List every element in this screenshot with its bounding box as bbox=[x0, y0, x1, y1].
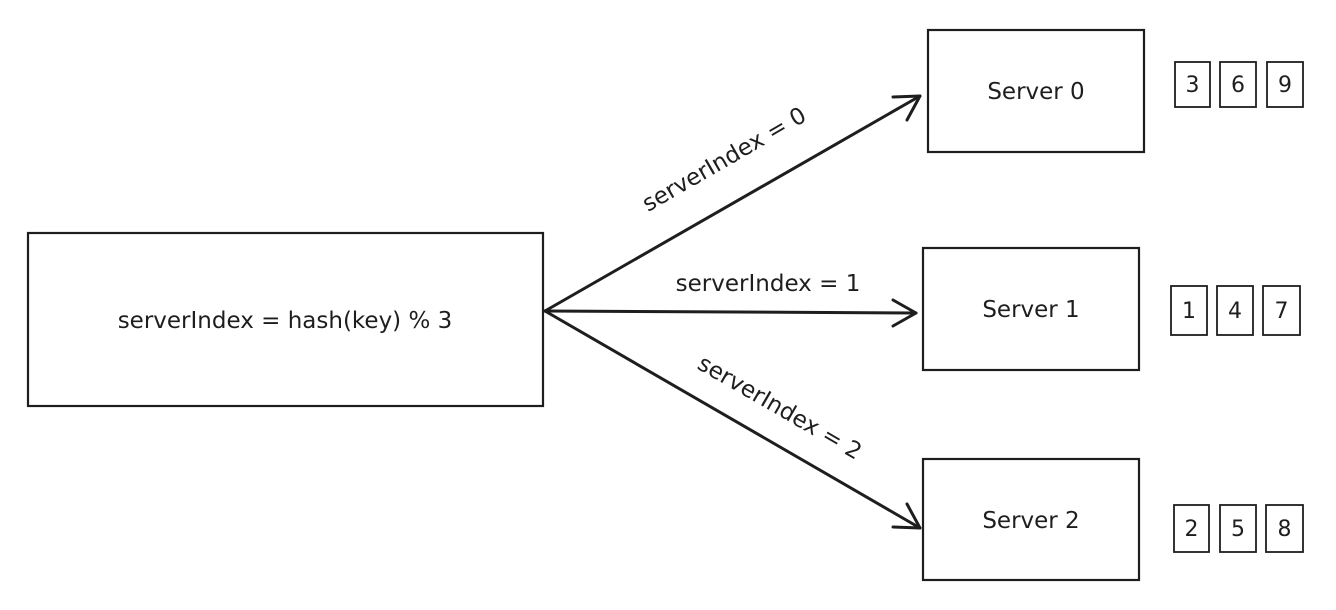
key-box bbox=[1174, 61, 1211, 108]
edge-to-server-2 bbox=[543, 309, 922, 530]
key-box bbox=[1262, 285, 1301, 336]
key-box bbox=[1266, 61, 1304, 108]
edge-to-server-0 bbox=[543, 94, 922, 313]
key-value: 4 bbox=[1228, 299, 1242, 324]
key-box bbox=[1170, 285, 1208, 336]
key-value: 1 bbox=[1182, 299, 1196, 324]
arrow-head-0 bbox=[891, 94, 922, 122]
edge-label-1: serverIndex = 1 bbox=[676, 271, 861, 297]
arrow-line-0 bbox=[543, 94, 922, 313]
server-0-keys: 3 6 9 bbox=[1174, 61, 1304, 108]
key-value: 2 bbox=[1185, 517, 1199, 542]
key-value: 7 bbox=[1275, 299, 1289, 324]
server-2-node: Server 2 bbox=[921, 457, 1141, 582]
key-value: 9 bbox=[1278, 73, 1292, 98]
key-box bbox=[1216, 285, 1254, 336]
key-box bbox=[1265, 504, 1304, 553]
server-1-box bbox=[921, 246, 1141, 372]
server-1-label: Server 1 bbox=[982, 297, 1079, 323]
key-box bbox=[1219, 504, 1257, 553]
server-0-box bbox=[926, 28, 1146, 154]
key-value: 3 bbox=[1186, 73, 1200, 98]
arrow-head-2 bbox=[891, 502, 922, 530]
hash-function-label: serverIndex = hash(key) % 3 bbox=[118, 308, 453, 334]
server-1-keys: 1 4 7 bbox=[1170, 285, 1301, 336]
hash-function-node: serverIndex = hash(key) % 3 bbox=[26, 231, 545, 408]
edge-to-server-1 bbox=[543, 298, 918, 328]
server-2-keys: 2 5 8 bbox=[1173, 504, 1304, 553]
key-box bbox=[1173, 504, 1210, 553]
server-0-node: Server 0 bbox=[926, 28, 1146, 154]
key-value: 5 bbox=[1231, 517, 1245, 542]
arrow-line-2 bbox=[543, 309, 922, 530]
server-2-box bbox=[921, 457, 1141, 582]
server-0-label: Server 0 bbox=[987, 79, 1084, 105]
key-box bbox=[1219, 61, 1257, 108]
server-2-label: Server 2 bbox=[982, 508, 1079, 534]
arrow-head-1 bbox=[891, 298, 918, 328]
key-value: 6 bbox=[1231, 73, 1245, 98]
key-value: 8 bbox=[1278, 517, 1292, 542]
hash-function-box bbox=[26, 231, 545, 408]
arrow-line-1 bbox=[543, 309, 918, 315]
edge-label-0: serverIndex = 0 bbox=[638, 103, 811, 218]
server-1-node: Server 1 bbox=[921, 246, 1141, 372]
